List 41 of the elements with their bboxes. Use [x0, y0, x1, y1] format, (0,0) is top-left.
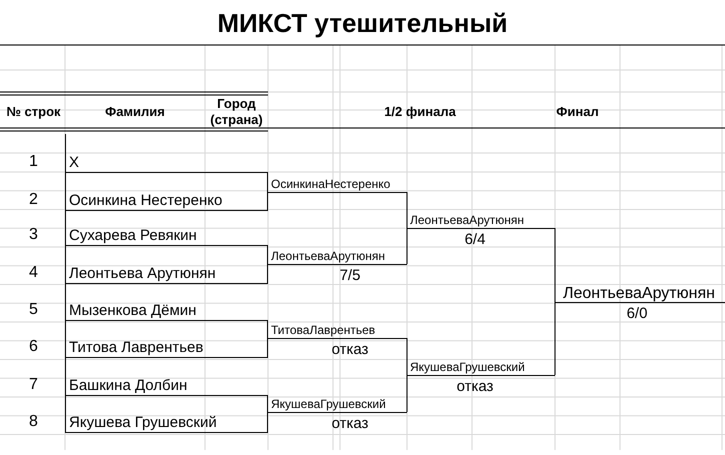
column-header: Финал	[555, 102, 600, 120]
winner-name: ЯкушеваГрушевский	[407, 357, 555, 376]
player-name: X	[65, 134, 268, 172]
bracket-line	[554, 302, 556, 376]
score-label: отказ	[330, 341, 370, 359]
title: МИКСТ утешительный	[216, 7, 509, 40]
player-name: Якушева Грушевский	[65, 395, 268, 433]
bracket-line	[406, 228, 408, 264]
column-header: № строк	[5, 102, 62, 121]
score-label: отказ	[456, 378, 494, 396]
winner-name: ТитоваЛаврентьев	[268, 320, 407, 339]
bracket-line	[406, 374, 408, 412]
row-number: 3	[28, 225, 39, 245]
row-number: 5	[28, 300, 39, 320]
bracket-line	[406, 192, 408, 228]
player-name: Мызенкова Дёмин	[65, 283, 268, 320]
winner-name: ЛеонтьеваАрутюнян	[407, 210, 555, 229]
bracket-line	[554, 228, 556, 302]
bracket-line	[406, 338, 408, 376]
row-number: 4	[28, 263, 39, 283]
row-number: 6	[28, 337, 39, 357]
player-name: Сухарева Ревякин	[65, 210, 268, 245]
column-header: Фамилия	[104, 102, 166, 120]
column-header: Город (страна)	[209, 95, 264, 128]
player-name: Леонтьева Арутюнян	[65, 245, 268, 284]
winner-name: ЛеонтьеваАрутюнян	[268, 246, 407, 265]
player-name: Титова Лаврентьев	[65, 320, 268, 358]
column-header: 1/2 финала	[383, 102, 457, 121]
row-number: 2	[28, 190, 39, 210]
winner-name: ОсинкинаНестеренко	[268, 174, 407, 193]
player-name: Башкина Долбин	[65, 357, 268, 395]
winner-name: ЯкушеваГрушевский	[268, 394, 407, 413]
winner-name: ЛеонтьеваАрутюнян	[555, 280, 725, 303]
score-label: 6/4	[464, 231, 486, 249]
row-number: 1	[28, 152, 39, 172]
score-label: отказ	[330, 415, 370, 433]
score-label: 7/5	[338, 267, 362, 285]
row-number: 7	[28, 375, 39, 395]
row-number: 8	[28, 412, 39, 432]
score-label: 6/0	[626, 305, 648, 323]
player-name: Осинкина Нестеренко	[65, 172, 268, 211]
